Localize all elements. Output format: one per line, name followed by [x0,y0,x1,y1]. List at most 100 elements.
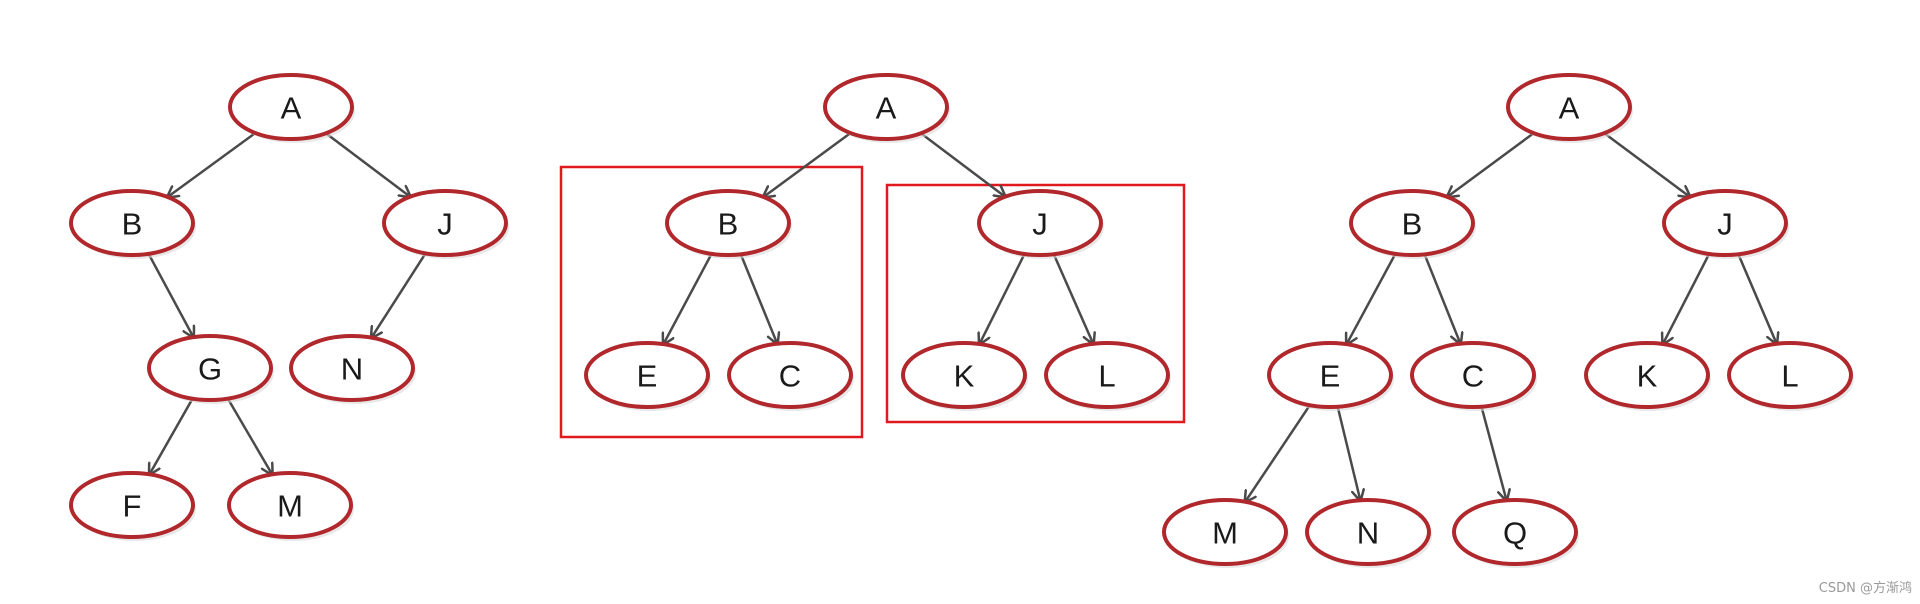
node-t3-A: A [1506,73,1633,143]
node-t1-G: G [147,334,274,404]
node-ellipse [823,73,949,141]
node-label: A [281,91,302,126]
watermark-text: CSDN @方渐鸿 [1818,581,1912,596]
edge-t3-B-t3-C [1423,253,1461,343]
node-ellipse [1506,73,1632,141]
edge-t2-B-t2-C [739,253,777,343]
node-label: C [1462,359,1484,394]
node-ellipse [901,341,1027,409]
node-t2-A: A [823,73,950,143]
node-t3-C: C [1410,341,1537,411]
edge-t1-B-t1-G [147,253,194,337]
node-t1-B: B [69,189,196,259]
edge-t1-A-t1-J [325,132,410,196]
node-t2-J: J [977,189,1104,259]
node-t3-J: J [1662,189,1789,259]
node-t1-M: M [227,471,354,541]
node-ellipse [1584,341,1710,409]
node-label: M [277,489,303,524]
node-ellipse [1662,189,1788,257]
node-label: A [876,91,897,126]
node-ellipse [1267,341,1393,409]
edge-t2-J-t2-L [1052,253,1094,344]
node-label: F [123,489,142,524]
edge-t3-C-t3-Q [1480,406,1506,501]
node-label: B [718,207,739,242]
node-label: J [437,207,453,242]
edge-t3-B-t3-E [1347,253,1397,344]
edge-t1-A-t1-B [168,131,257,197]
node-ellipse [69,471,195,539]
node-ellipse [147,334,273,402]
node-ellipse [382,189,508,257]
edge-t1-G-t1-F [149,398,194,475]
node-ellipse [289,334,415,402]
node-label: K [1637,359,1658,394]
node-label: M [1212,516,1238,551]
node-label: N [1357,516,1379,551]
node-ellipse [665,189,791,257]
node-t3-M: M [1162,498,1289,568]
edges [147,131,1777,502]
edge-t1-J-t1-N [371,252,427,337]
node-t1-J: J [382,189,509,259]
box-right-subtree [885,183,1186,424]
node-t3-K: K [1584,341,1711,411]
node-t1-A: A [228,73,355,143]
node-t3-B: B [1349,189,1476,259]
node-t2-B: B [665,189,792,259]
node-ellipse [584,341,710,409]
node-ellipse [227,471,353,539]
node-label: L [1781,359,1798,394]
node-label: A [1559,91,1580,126]
node-label: B [1402,207,1423,242]
edge-t1-G-t1-M [226,397,272,475]
node-t2-E: E [584,341,711,411]
edge-t3-A-t3-B [1447,132,1535,197]
node-ellipse [727,341,853,409]
node-t2-L: L [1044,341,1171,411]
node-ellipse [69,189,195,257]
node-ellipse [1162,498,1288,566]
node-ellipse [1305,498,1431,566]
node-label: J [1717,207,1733,242]
box-left-subtree [559,165,864,439]
node-t3-E: E [1267,341,1394,411]
node-label: E [637,359,658,394]
node-t2-C: C [727,341,854,411]
node-label: B [122,207,143,242]
node-label: J [1032,207,1048,242]
node-ellipse [977,189,1103,257]
edge-t3-J-t3-L [1737,253,1776,344]
edge-t3-J-t3-K [1663,253,1711,344]
edge-t3-E-t3-M [1245,404,1311,502]
node-label: Q [1503,516,1527,551]
node-label: K [954,359,975,394]
node-t1-N: N [289,334,416,404]
node-ellipse [1410,341,1536,409]
node-t2-K: K [901,341,1028,411]
node-ellipse [1044,341,1170,409]
edge-t2-A-t2-B [763,132,852,197]
edge-t2-B-t2-E [663,253,713,344]
node-ellipse [1349,189,1475,257]
edge-t2-A-t2-J [920,132,1005,196]
node-t1-F: F [69,471,196,541]
edge-t3-A-t3-J [1603,132,1690,197]
node-ellipse [1727,341,1853,409]
edge-t3-E-t3-N [1336,406,1361,501]
node-label: G [198,352,222,387]
node-label: E [1320,359,1341,394]
node-label: C [779,359,801,394]
highlight-boxes [559,165,1186,439]
edge-t2-J-t2-K [979,253,1026,344]
nodes: A B J G N F M A B J E C K L A B J E C K L M N Q [69,73,1854,568]
node-t3-L: L [1727,341,1854,411]
node-ellipse [228,73,354,141]
node-label: L [1098,359,1115,394]
node-t3-Q: Q [1452,498,1579,568]
node-t3-N: N [1305,498,1432,568]
node-label: N [341,352,363,387]
node-ellipse [1452,498,1578,566]
